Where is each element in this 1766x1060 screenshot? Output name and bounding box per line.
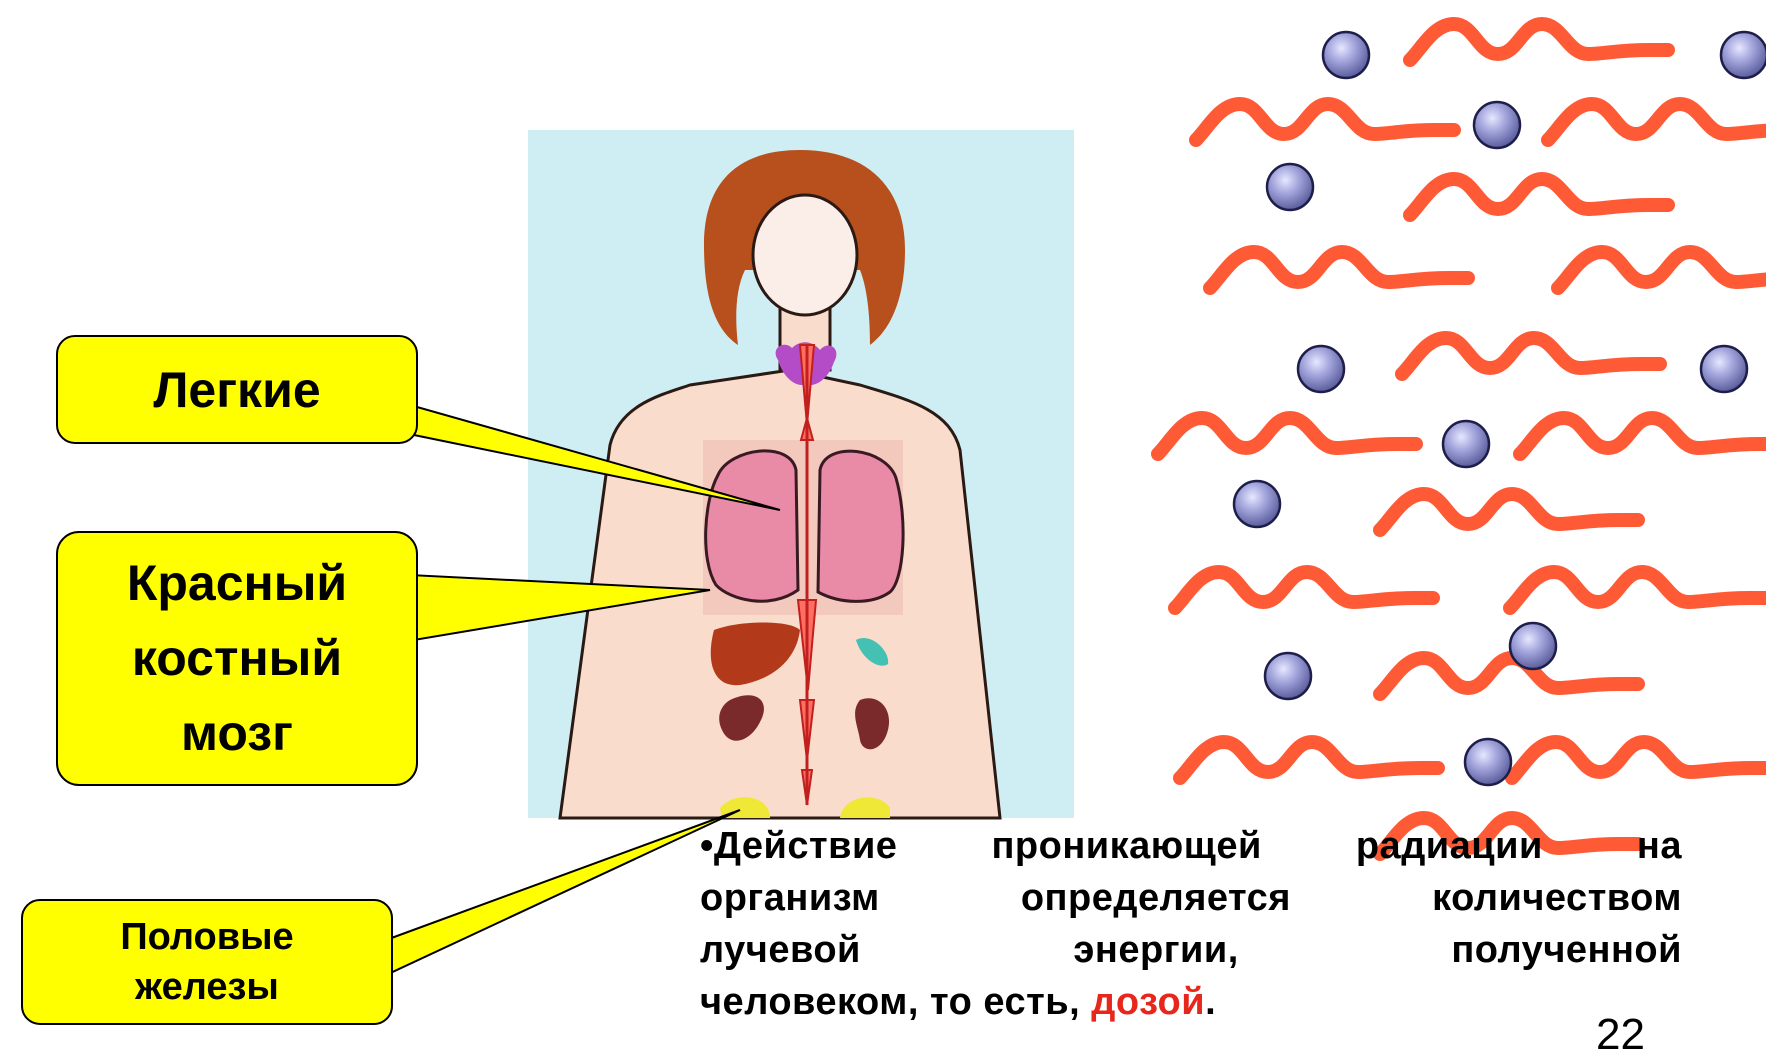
paragraph-word: энергии,	[1073, 924, 1238, 976]
gonads-label-line: Половые	[120, 912, 293, 962]
bone-marrow-label-line: костный	[132, 621, 342, 696]
paragraph-line: человеком, то есть, дозой.	[700, 976, 1682, 1028]
gonads-label-line: железы	[135, 962, 279, 1012]
page-number: 22	[1596, 1010, 1645, 1060]
lungs-label-line: Легкие	[153, 361, 320, 419]
paragraph-word: •Действие	[700, 820, 897, 872]
bone-marrow-label-line: мозг	[181, 696, 293, 771]
paragraph-word: количеством	[1432, 872, 1682, 924]
paragraph-word: полученной	[1451, 924, 1682, 976]
paragraph-text: .	[1205, 976, 1216, 1028]
lungs-label: Легкие	[57, 336, 417, 443]
paragraph-word: Действие	[714, 825, 898, 867]
paragraph-word: определяется	[1021, 872, 1291, 924]
paragraph-line: •Действие проникающей радиации на	[700, 820, 1682, 872]
paragraph-word: на	[1637, 820, 1682, 872]
radiation-particles	[1234, 32, 1766, 785]
bullet: •	[700, 825, 714, 867]
paragraph-word: организм	[700, 872, 880, 924]
gonads-pointer	[386, 810, 740, 975]
dose-paragraph: •Действие проникающей радиации на органи…	[700, 820, 1682, 1028]
bone-marrow-label-line: Красный	[127, 546, 347, 621]
paragraph-word: лучевой	[700, 924, 861, 976]
paragraph-line: организм определяется количеством	[700, 872, 1682, 924]
paragraph-text: человеком, то есть,	[700, 976, 1091, 1028]
paragraph-word: проникающей	[991, 820, 1261, 872]
paragraph-word: радиации	[1356, 820, 1543, 872]
dose-highlight: дозой	[1091, 976, 1205, 1028]
bone-marrow-label: Красный костный мозг	[57, 532, 417, 785]
paragraph-line: лучевой энергии, полученной	[700, 924, 1682, 976]
gonads-label: Половые железы	[22, 900, 392, 1024]
